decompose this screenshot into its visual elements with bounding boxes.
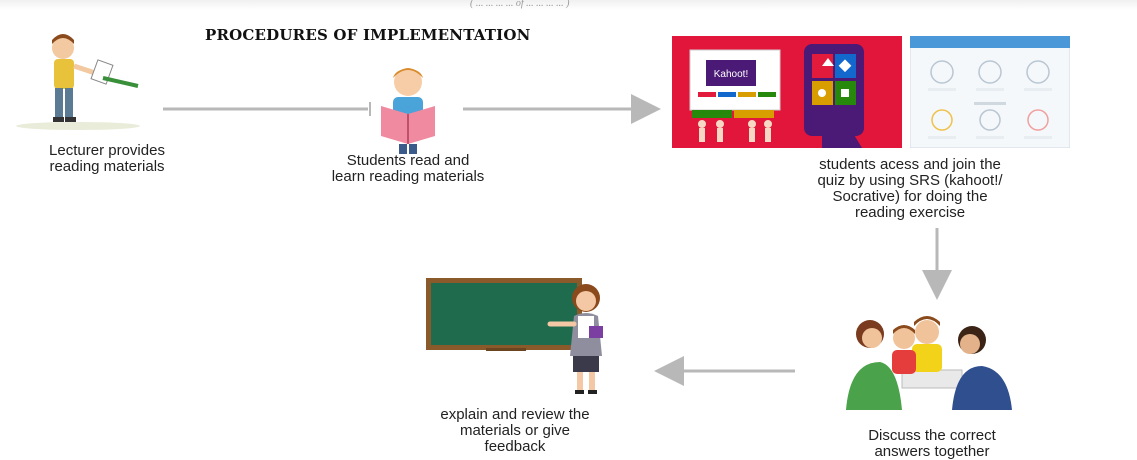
step-5-label: explain and review the materials or give… bbox=[440, 406, 590, 455]
student-reading-icon bbox=[381, 68, 435, 154]
step-4-label: Discuss the correct answers together bbox=[868, 427, 996, 460]
kahoot-logo-text: Kahoot! bbox=[714, 69, 748, 80]
top-page-strip bbox=[0, 0, 1137, 10]
socrative-image bbox=[910, 36, 1070, 148]
group-discussion-icon bbox=[846, 316, 1012, 410]
lecturer-icon bbox=[16, 34, 140, 130]
teacher-board-icon bbox=[426, 278, 603, 394]
srs-quiz-screenshots: Kahoot! bbox=[672, 36, 1070, 148]
step-1-label: Lecturer provides reading materials bbox=[49, 142, 165, 175]
step-2-label: Students read and learn reading material… bbox=[331, 152, 485, 185]
kahoot-image: Kahoot! bbox=[672, 36, 902, 148]
step-3-label: students acess and join the quiz by usin… bbox=[817, 156, 1003, 221]
diagram-title: PROCEDURES OF IMPLEMENTATION bbox=[205, 26, 531, 44]
top-caption: ( ... ... ... ... of ... ... ... ... ) bbox=[470, 0, 570, 9]
